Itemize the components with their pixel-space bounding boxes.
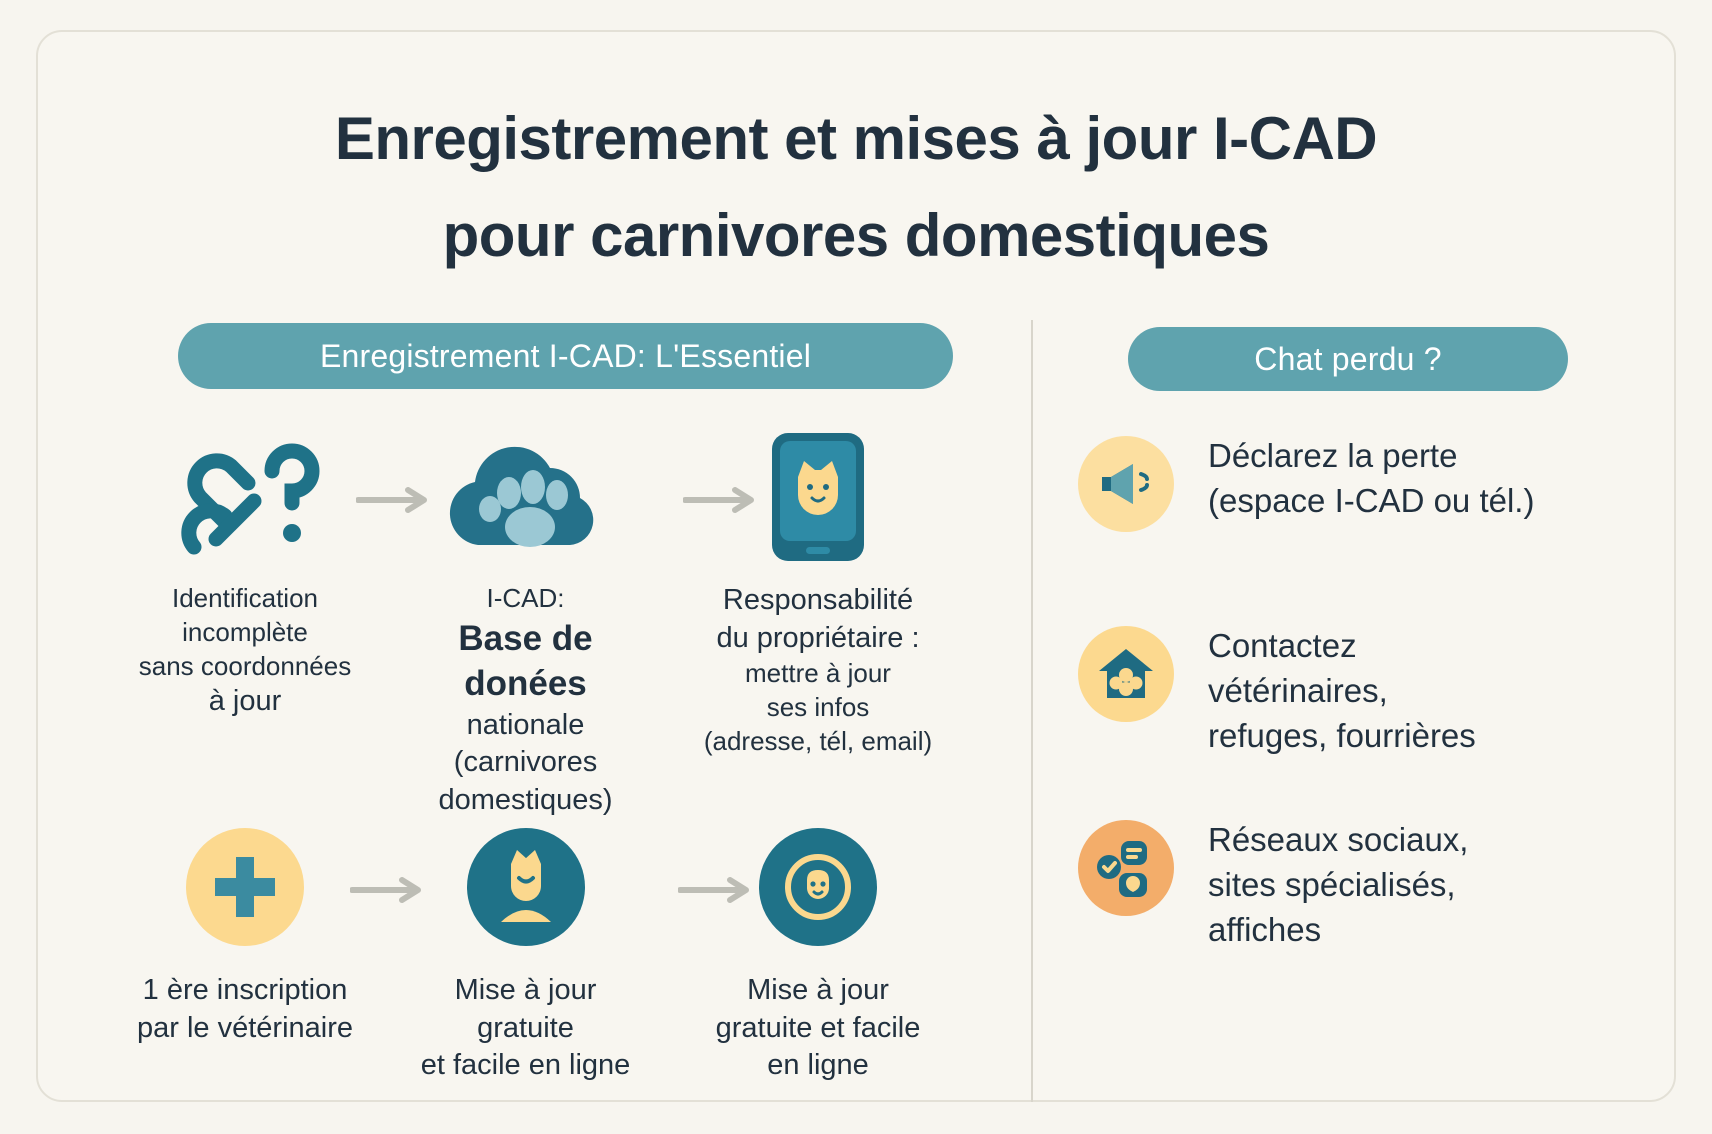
page-title: Enregistrement et mises à jour I-CAD pou…: [38, 90, 1674, 284]
text-line: gratuite: [477, 1011, 574, 1044]
cat-profile-circle-icon: [393, 812, 658, 962]
text-line: Identification: [172, 583, 318, 613]
lost-cat-step-declare-loss-text: Déclarez la perte (espace I-CAD ou tél.): [1208, 430, 1534, 524]
arrow-right-icon: [355, 487, 434, 513]
icon-circle: [466, 828, 585, 946]
lost-cat-step-social-networks: Réseaux sociaux, sites spécialisés, affi…: [1078, 814, 1468, 953]
text-line: domestiques): [438, 784, 613, 817]
smartphone-cat-icon: [668, 422, 968, 572]
megaphone-icon: [1078, 436, 1174, 532]
text-line: sites spécialisés,: [1208, 865, 1456, 903]
text-line: 1 ère inscription: [142, 974, 348, 1006]
section-header-enregistrement: Enregistrement I-CAD: L'Essentiel: [178, 323, 953, 389]
flow-step-owner-responsibility-text: Responsabilité du propriétaire : mettre …: [668, 582, 968, 759]
section-header-enregistrement-label: Enregistrement I-CAD: L'Essentiel: [319, 337, 812, 374]
text-line: mettre à jour: [745, 658, 891, 689]
infographic-poster: Enregistrement et mises à jour I-CAD pou…: [36, 30, 1676, 1102]
text-line: en ligne: [767, 1049, 869, 1082]
social-network-icon: [1078, 820, 1174, 916]
text-line: Réseaux sociaux,: [1208, 821, 1469, 858]
text-line: Déclarez la perte: [1208, 437, 1458, 474]
text-line: affiches: [1208, 910, 1322, 948]
pet-badge-circle-icon: [668, 812, 968, 962]
shelter-house-paw-icon: [1078, 626, 1174, 722]
text-line: et facile en ligne: [420, 1049, 631, 1082]
medical-cross-icon: [110, 812, 380, 962]
text-line: Responsabilité: [722, 584, 914, 616]
cloud-paw-icon: [393, 422, 658, 572]
text-line: par le vétérinaire: [137, 1011, 353, 1044]
title-line-2: pour carnivores domestiques: [442, 202, 1270, 270]
arrow-right-icon: [349, 877, 428, 903]
flow-step-free-update-online: Mise à jour gratuite et facile en ligne: [393, 812, 658, 1085]
flow-step-identification-text: Identification incomplète sans coordonné…: [110, 582, 380, 721]
arrow-right-icon: [682, 487, 761, 513]
lost-cat-step-declare-loss: Déclarez la perte (espace I-CAD ou tél.): [1078, 430, 1534, 532]
text-line: Mise à jour: [454, 974, 597, 1006]
arrow-right-icon: [677, 877, 756, 903]
text-line: du propriétaire :: [716, 621, 920, 654]
icon-circle: [186, 828, 304, 946]
text-line: gratuite et facile: [715, 1011, 921, 1044]
flow-step-identification: Identification incomplète sans coordonné…: [110, 422, 380, 721]
text-line: (adresse, tél, email): [703, 725, 933, 756]
broken-chain-question-icon: [110, 422, 380, 572]
text-line: ses infos: [766, 692, 870, 723]
flow-step-first-registration: 1 ère inscription par le vétérinaire: [110, 812, 380, 1047]
flow-step-free-update-easy: Mise à jour gratuite et facile en ligne: [668, 812, 968, 1085]
text-line: (carnivores: [453, 746, 598, 779]
lost-cat-step-social-networks-text: Réseaux sociaux, sites spécialisés, affi…: [1208, 814, 1468, 953]
text-line: I-CAD:: [486, 583, 565, 613]
column-divider: [1031, 320, 1033, 1102]
flow-step-free-update-easy-text: Mise à jour gratuite et facile en ligne: [668, 972, 968, 1085]
section-header-chat-perdu-label: Chat perdu ?: [1254, 340, 1442, 377]
icon-circle: [759, 828, 877, 946]
lost-cat-step-contact-vets-text: Contactez vétérinaires, refuges, fourriè…: [1208, 620, 1476, 759]
lost-cat-step-contact-vets: Contactez vétérinaires, refuges, fourriè…: [1078, 620, 1476, 759]
text-line: (espace I-CAD ou tél.): [1208, 481, 1535, 519]
text-line: Base de donées: [458, 618, 593, 704]
flow-step-owner-responsibility: Responsabilité du propriétaire : mettre …: [668, 422, 968, 759]
text-line: à jour: [208, 685, 282, 718]
text-line: refuges, fourrières: [1208, 716, 1476, 754]
text-line: sans coordonnées: [138, 650, 352, 681]
flow-step-free-update-online-text: Mise à jour gratuite et facile en ligne: [393, 972, 658, 1085]
flow-step-icad-database: I-CAD: Base de donées nationale (carnivo…: [393, 422, 658, 820]
text-line: vétérinaires,: [1208, 671, 1388, 709]
flow-step-icad-database-text: I-CAD: Base de donées nationale (carnivo…: [393, 582, 658, 820]
text-line: Mise à jour: [747, 974, 889, 1006]
text-line: nationale: [466, 708, 585, 741]
title-line-1: Enregistrement et mises à jour I-CAD: [334, 105, 1378, 172]
text-line: Contactez: [1208, 627, 1357, 664]
text-line: incomplète: [182, 616, 308, 647]
flow-step-first-registration-text: 1 ère inscription par le vétérinaire: [110, 972, 380, 1047]
section-header-chat-perdu: Chat perdu ?: [1128, 327, 1568, 391]
